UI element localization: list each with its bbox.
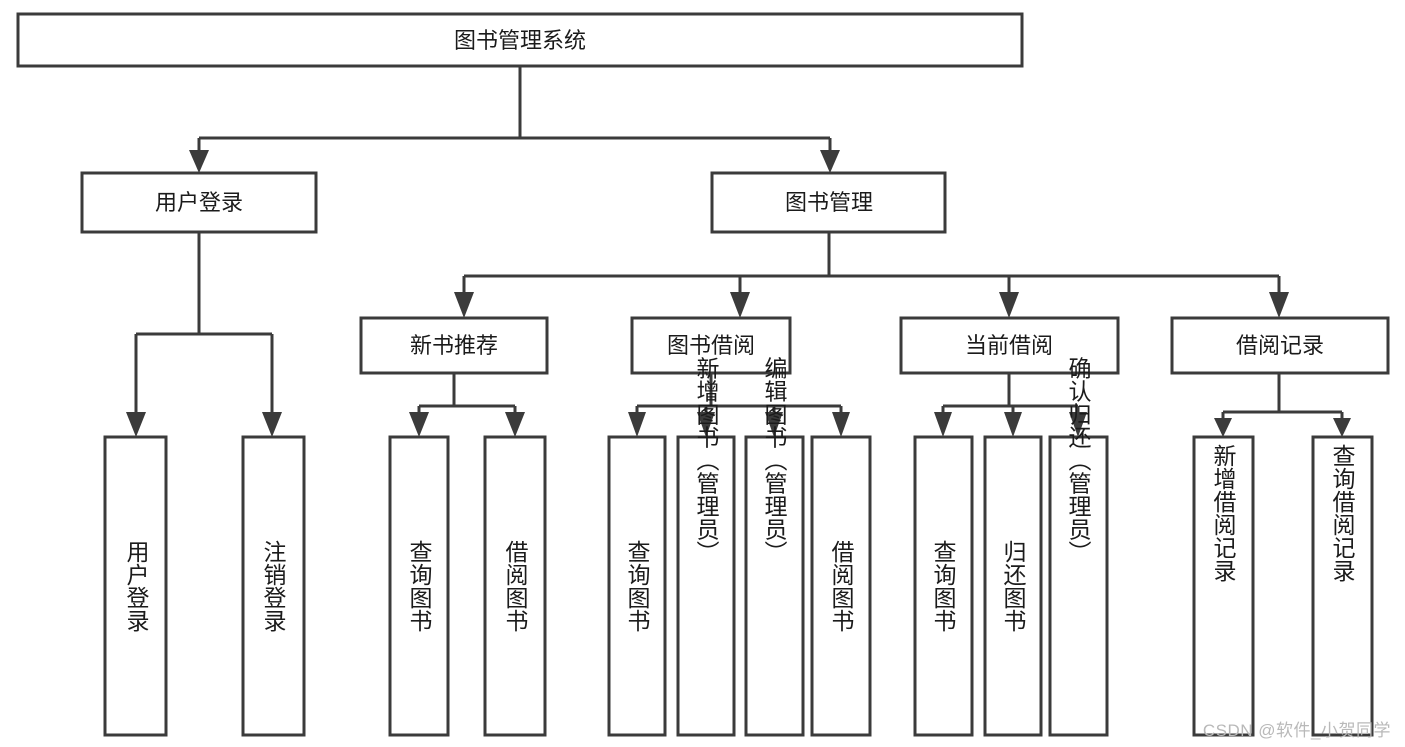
node-leaf-add-book-bb-label: 新增图书（管理员） xyxy=(693,357,720,564)
node-leaf-return-book-cb-label: 归还图书 xyxy=(1000,540,1027,632)
arrowhead-leaf-query-record-br xyxy=(1333,418,1351,437)
node-leaf-borrow-book-bb-box[interactable] xyxy=(810,435,872,737)
node-book-manage-box[interactable] xyxy=(710,171,947,234)
node-leaf-user-login-box[interactable] xyxy=(103,435,168,737)
node-current-borrow-box[interactable] xyxy=(899,316,1120,375)
node-root-box[interactable] xyxy=(16,12,1024,68)
node-leaf-add-book-bb[interactable]: 新增图书（管理员） xyxy=(676,357,736,737)
node-user-login[interactable]: 用户登录 xyxy=(80,171,318,234)
node-leaf-user-login[interactable]: 用户登录 xyxy=(103,435,168,737)
arrowhead-user-login xyxy=(189,150,209,173)
arrowhead-leaf-user-logout xyxy=(262,412,282,437)
node-leaf-query-record-br-label: 查询借阅记录 xyxy=(1329,444,1356,582)
arrowhead-leaf-query-book-bb xyxy=(628,412,646,437)
node-leaf-query-book-rec-box[interactable] xyxy=(388,435,450,737)
node-leaf-user-logout-label: 注销登录 xyxy=(260,540,287,632)
node-current-borrow[interactable]: 当前借阅 xyxy=(899,316,1120,375)
arrowhead-borrow-record xyxy=(1269,292,1289,318)
node-leaf-add-record-br[interactable]: 新增借阅记录 xyxy=(1192,435,1255,737)
node-leaf-user-logout[interactable]: 注销登录 xyxy=(241,435,306,737)
node-leaf-query-record-br-box[interactable] xyxy=(1311,435,1374,737)
node-leaf-edit-book-bb-box[interactable] xyxy=(744,435,805,737)
node-borrow-record-box[interactable] xyxy=(1170,316,1390,375)
node-leaf-confirm-return-cb[interactable]: 确认归还（管理员） xyxy=(1048,357,1109,737)
node-book-borrow-box[interactable] xyxy=(630,316,792,375)
arrowhead-leaf-confirm-return-cb xyxy=(1069,412,1087,437)
node-leaf-user-login-label: 用户登录 xyxy=(123,540,150,632)
arrowhead-leaf-user-login xyxy=(126,412,146,437)
node-leaf-edit-book-bb[interactable]: 编辑图书（管理员） xyxy=(744,357,805,737)
node-borrow-record-label: 借阅记录 xyxy=(1236,333,1324,358)
connector-group xyxy=(126,66,1351,437)
node-leaf-query-book-bb-label: 查询图书 xyxy=(624,540,651,632)
node-book-manage-label: 图书管理 xyxy=(785,190,873,215)
node-leaf-borrow-book-bb[interactable]: 借阅图书 xyxy=(810,435,872,737)
node-leaf-query-book-bb-box[interactable] xyxy=(607,435,667,737)
node-leaf-edit-book-bb-label: 编辑图书（管理员） xyxy=(761,357,788,564)
node-current-borrow-label: 当前借阅 xyxy=(965,333,1053,358)
arrowhead-leaf-borrow-book-bb xyxy=(832,412,850,437)
node-book-borrow-label: 图书借阅 xyxy=(667,333,755,358)
arrowhead-leaf-query-book-rec xyxy=(409,412,429,437)
node-leaf-query-book-bb[interactable]: 查询图书 xyxy=(607,435,667,737)
node-new-book-rec[interactable]: 新书推荐 xyxy=(359,316,549,375)
node-leaf-query-book-cb[interactable]: 查询图书 xyxy=(913,435,974,737)
node-leaf-add-book-bb-box[interactable] xyxy=(676,435,736,737)
arrowhead-leaf-add-book-bb xyxy=(697,412,715,437)
node-new-book-rec-label: 新书推荐 xyxy=(410,333,498,358)
arrowhead-leaf-edit-book-bb xyxy=(765,412,783,437)
node-leaf-query-book-cb-label: 查询图书 xyxy=(930,540,957,632)
node-leaf-query-book-rec[interactable]: 查询图书 xyxy=(388,435,450,737)
node-user-login-box[interactable] xyxy=(80,171,318,234)
node-root[interactable]: 图书管理系统 xyxy=(16,12,1024,68)
arrowhead-book-borrow xyxy=(730,292,750,318)
node-leaf-confirm-return-cb-label: 确认归还（管理员） xyxy=(1065,357,1092,564)
node-book-borrow[interactable]: 图书借阅 xyxy=(630,316,792,375)
arrowhead-leaf-return-book-cb xyxy=(1004,412,1022,437)
node-leaf-return-book-cb[interactable]: 归还图书 xyxy=(983,435,1043,737)
arrowhead-leaf-query-book-cb xyxy=(934,412,952,437)
node-leaf-borrow-book-rec-label: 借阅图书 xyxy=(502,540,529,632)
arrowhead-leaf-borrow-book-rec xyxy=(505,412,525,437)
node-leaf-return-book-cb-box[interactable] xyxy=(983,435,1043,737)
node-leaf-add-record-br-label: 新增借阅记录 xyxy=(1210,444,1237,582)
node-leaf-confirm-return-cb-box[interactable] xyxy=(1048,435,1109,737)
node-new-book-rec-box[interactable] xyxy=(359,316,549,375)
node-borrow-record[interactable]: 借阅记录 xyxy=(1170,316,1390,375)
arrowhead-new-book-rec xyxy=(454,292,474,318)
arrowhead-leaf-add-record-br xyxy=(1214,418,1232,437)
node-book-manage[interactable]: 图书管理 xyxy=(710,171,947,234)
arrowhead-book-manage xyxy=(820,150,840,173)
node-leaf-borrow-book-rec[interactable]: 借阅图书 xyxy=(483,435,547,737)
node-leaf-borrow-book-bb-label: 借阅图书 xyxy=(828,540,855,632)
node-leaf-add-record-br-box[interactable] xyxy=(1192,435,1255,737)
node-leaf-query-record-br[interactable]: 查询借阅记录 xyxy=(1311,435,1374,737)
node-leaf-query-book-cb-box[interactable] xyxy=(913,435,974,737)
node-leaf-query-book-rec-label: 查询图书 xyxy=(406,540,433,632)
arrowhead-current-borrow xyxy=(999,292,1019,318)
node-user-login-label: 用户登录 xyxy=(155,190,243,215)
node-leaf-user-logout-box[interactable] xyxy=(241,435,306,737)
node-root-label: 图书管理系统 xyxy=(454,28,586,53)
node-leaf-borrow-book-rec-box[interactable] xyxy=(483,435,547,737)
